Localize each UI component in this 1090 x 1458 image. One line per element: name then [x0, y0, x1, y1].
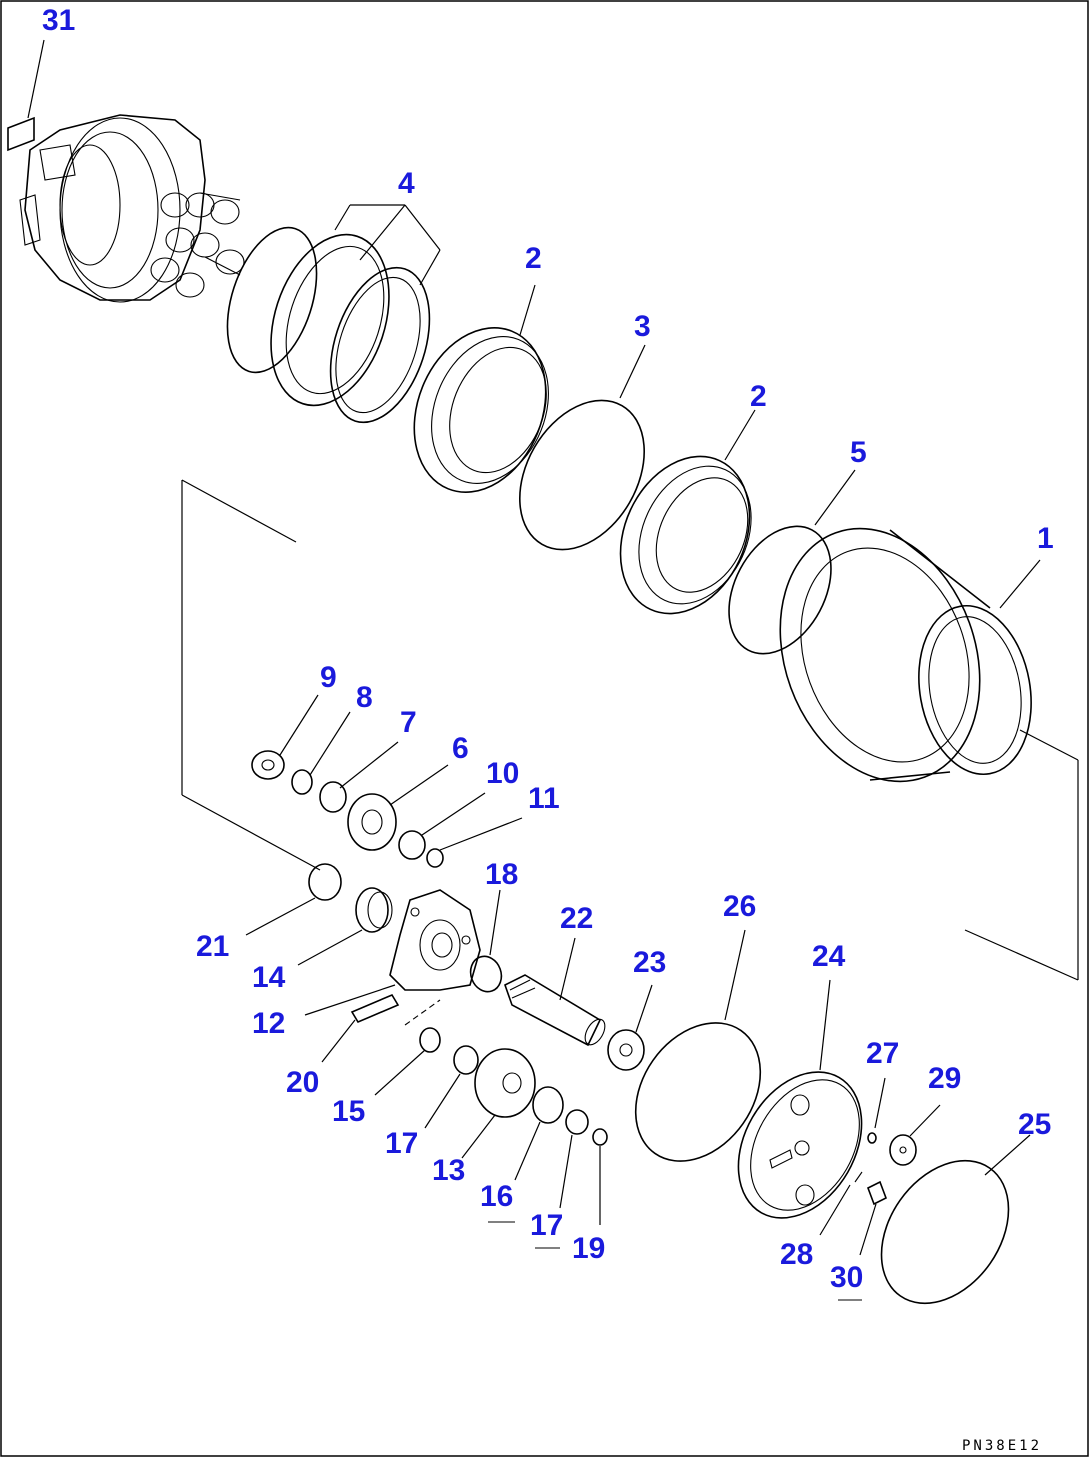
callout-7: 7 [400, 706, 417, 739]
part-23-thrust-plate [607, 984, 653, 1071]
callout-18: 18 [485, 858, 518, 891]
part-31-label-plate [7, 39, 45, 152]
drawing-code: PN38E12 [962, 1438, 1042, 1454]
part-30-plug [838, 1180, 888, 1301]
second-stage-parts [374, 999, 608, 1249]
callout-22: 22 [560, 902, 593, 935]
part-17-washer-b [565, 1109, 589, 1135]
part-1-hub-housing [779, 527, 1041, 783]
callout-25: 25 [1018, 1108, 1051, 1141]
callout-8: 8 [356, 681, 373, 714]
part-2-bearing-upper [413, 284, 549, 493]
callout-29: 29 [928, 1062, 961, 1095]
part-24-cover [737, 979, 863, 1219]
callout-10: 10 [486, 757, 519, 790]
motor-bosses [150, 192, 245, 298]
part-16-needle-bearing [532, 1086, 564, 1124]
callout-labels: 31 4 2 3 2 5 1 9 8 7 6 10 11 18 22 26 21… [42, 4, 1054, 1294]
callout-17-a: 17 [385, 1127, 418, 1160]
callout-30: 30 [830, 1261, 863, 1294]
part-6-planet-gear [347, 793, 397, 851]
reference-lines [181, 479, 1079, 981]
callout-4: 4 [398, 167, 415, 200]
part-19-snap-ring [592, 1128, 608, 1146]
part-15-pin [419, 1027, 441, 1053]
part-20-pin [321, 993, 400, 1063]
part-17-washer-a [453, 1045, 479, 1075]
callout-6: 6 [452, 732, 469, 765]
part-12-planet-carrier [304, 889, 481, 1016]
part-25-o-ring [880, 1134, 1031, 1305]
callout-24: 24 [812, 940, 846, 973]
callout-23: 23 [633, 946, 666, 979]
callout-26: 26 [723, 890, 756, 923]
part-10-thrust-washer [398, 830, 426, 860]
part-7-needle-bearing [319, 781, 347, 813]
part-27-o-ring [867, 1077, 886, 1144]
callout-9: 9 [320, 661, 337, 694]
part-26-o-ring [634, 929, 762, 1162]
part-29-plug [889, 1104, 941, 1166]
callout-31: 31 [42, 4, 75, 37]
part-28-o-ring [819, 1171, 863, 1236]
part-18-snap-ring [469, 889, 503, 993]
part-11-snap-ring [426, 848, 444, 868]
callout-15: 15 [332, 1095, 365, 1128]
part-8-shaft [291, 769, 313, 795]
planet-gear-stack [251, 694, 523, 868]
callout-2-lower: 2 [750, 380, 767, 413]
callout-13: 13 [432, 1154, 465, 1187]
part-4-floating-seal-set [226, 204, 441, 424]
callout-21: 21 [196, 930, 229, 963]
part-21-ring [245, 863, 342, 936]
callout-1: 1 [1037, 522, 1054, 555]
part-2-bearing-lower [619, 409, 756, 615]
callout-17-b: 17 [530, 1209, 563, 1242]
part-22-input-shaft [504, 937, 606, 1047]
part-13-planet-gear [474, 1048, 536, 1118]
part-9-washer [251, 750, 285, 780]
callout-2-upper: 2 [525, 242, 542, 275]
part-3-snap-ring [519, 344, 646, 551]
part-14-sun-gear [297, 887, 393, 966]
callout-28: 28 [780, 1238, 813, 1271]
callout-3: 3 [634, 310, 651, 343]
callout-14: 14 [252, 961, 286, 994]
callout-11: 11 [528, 782, 560, 815]
callout-27: 27 [866, 1037, 899, 1070]
callout-20: 20 [286, 1066, 319, 1099]
callout-5: 5 [850, 436, 867, 469]
callout-19: 19 [572, 1232, 605, 1265]
callout-16: 16 [480, 1180, 513, 1213]
callout-12: 12 [252, 1007, 285, 1040]
part-5-snap-ring [728, 469, 856, 655]
motor-housing [19, 114, 245, 303]
